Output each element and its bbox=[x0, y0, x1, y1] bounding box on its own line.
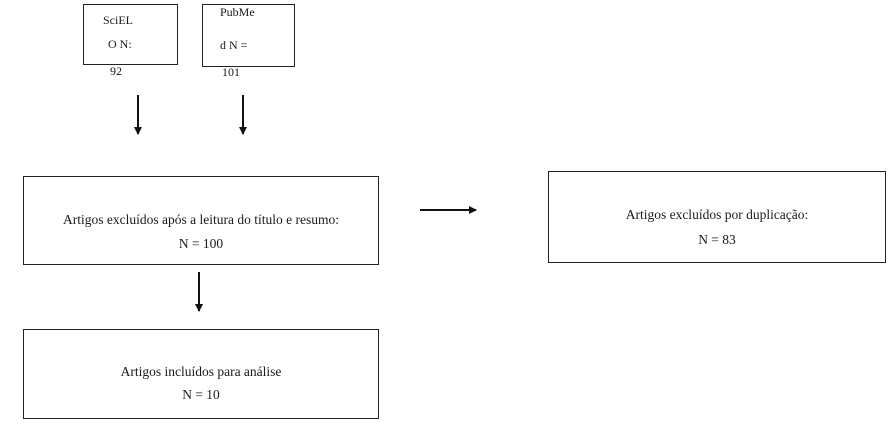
included-label: Artigos incluídos para análise bbox=[120, 364, 282, 379]
excluded-title-abstract-box: Artigos excluídos após a leitura do títu… bbox=[23, 176, 379, 265]
excluded-title-abstract-count: N = 100 bbox=[178, 236, 224, 251]
scielo-label-line1: SciEL bbox=[103, 13, 133, 27]
pubmed-label-line1: PubMe bbox=[220, 5, 255, 19]
scielo-count: 92 bbox=[110, 64, 122, 78]
excluded-duplication-box: Artigos excluídos por duplicação: N = 83 bbox=[548, 171, 886, 263]
included-box: Artigos incluídos para análise N = 10 bbox=[23, 329, 379, 419]
pubmed-source-box bbox=[202, 4, 295, 67]
scielo-source-box bbox=[83, 4, 178, 65]
pubmed-label-line2: d N = bbox=[220, 38, 248, 52]
pubmed-count: 101 bbox=[222, 65, 240, 79]
excluded-duplication-label: Artigos excluídos por duplicação: bbox=[625, 207, 809, 222]
excluded-duplication-count: N = 83 bbox=[698, 232, 736, 247]
scielo-label-line2: O N: bbox=[108, 37, 132, 51]
excluded-title-abstract-label: Artigos excluídos após a leitura do títu… bbox=[63, 212, 339, 227]
included-count: N = 10 bbox=[182, 387, 220, 402]
